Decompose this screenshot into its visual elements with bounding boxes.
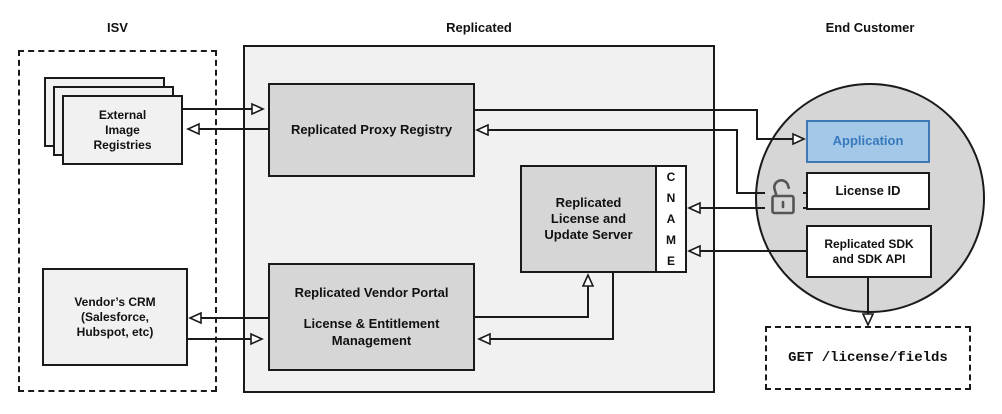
application-node: Application [806,120,930,163]
vendor-crm-label: Vendor’s CRM (Salesforce, Hubspot, etc) [74,294,156,339]
section-title-replicated: Replicated [446,20,512,35]
vendor-portal-node: Replicated Vendor Portal License & Entit… [268,263,475,371]
proxy-registry-label: Replicated Proxy Registry [290,121,453,137]
vendor-portal-title: Replicated Vendor Portal [294,285,449,301]
license-id-label: License ID [835,182,901,198]
license-update-server-label: Replicated License and Update Server [544,194,633,243]
external-image-registries-node: External Image Registries [62,95,183,165]
license-id-node: License ID [806,172,930,210]
replicated-sdk-label: Replicated SDK and SDK API [824,236,914,266]
external-image-registries-label: External Image Registries [93,107,152,152]
vendor-portal-subtitle: License & Entitlement Management [303,316,440,348]
cname-label: CNAME [666,169,676,268]
section-title-isv: ISV [107,20,128,35]
replicated-sdk-node: Replicated SDK and SDK API [806,225,932,278]
license-update-server-node: Replicated License and Update Server [520,165,657,273]
open-padlock-icon [765,177,803,219]
cname-strip: CNAME [655,165,687,273]
proxy-registry-node: Replicated Proxy Registry [268,83,475,177]
api-request-node: GET /license/fields [765,326,971,390]
application-label: Application [832,133,904,149]
section-title-end-customer: End Customer [825,20,915,35]
vendor-crm-node: Vendor’s CRM (Salesforce, Hubspot, etc) [42,268,188,366]
api-request-label: GET /license/fields [788,350,948,366]
